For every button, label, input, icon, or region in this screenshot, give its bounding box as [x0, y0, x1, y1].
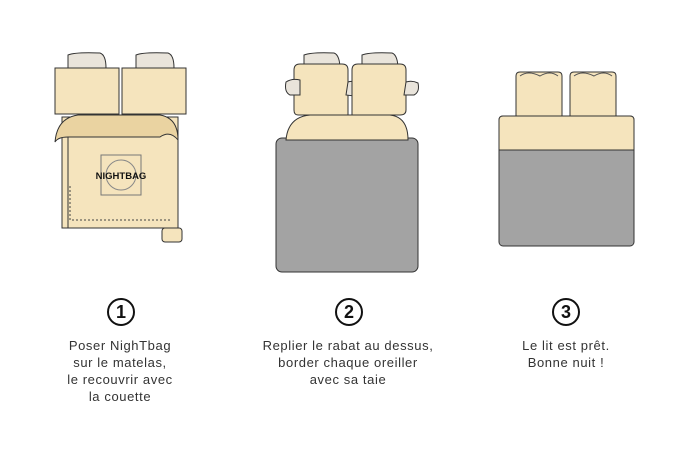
pillow-insert-left	[67, 52, 107, 69]
step-1-panel: NIGHTBAG 1 Poser NighTbag sur le matelas…	[0, 0, 240, 459]
step-3-panel: 3 Le lit est prêt. Bonne nuit !	[448, 0, 688, 459]
pillow-right-made	[569, 71, 617, 117]
pillow-right	[121, 67, 187, 115]
step-3-number: 3	[552, 298, 580, 326]
pillow-left-made	[515, 71, 563, 117]
step-1-number: 1	[107, 298, 135, 326]
step-1-caption: Poser NighTbag sur le matelas, le recouv…	[67, 338, 173, 404]
step-3-caption: Le lit est prêt. Bonne nuit !	[522, 338, 610, 370]
step-2-number: 2	[335, 298, 363, 326]
step-2-panel: 2 Replier le rabat au dessus, border cha…	[228, 0, 468, 459]
pillow-right-with-case	[351, 63, 407, 116]
nightbag-flap	[54, 114, 179, 143]
step-2-caption: Replier le rabat au dessus, border chaqu…	[262, 338, 434, 387]
nightbag-foot-roll	[161, 227, 183, 243]
logo-frame	[100, 154, 142, 196]
pillowcase-tuck-right	[403, 80, 419, 96]
pillow-left-with-case	[293, 63, 349, 116]
step-2-illustration	[275, 52, 419, 273]
step-3-illustration	[498, 71, 635, 247]
zip-stitching	[69, 186, 172, 221]
duvet	[275, 137, 419, 273]
nightbag-logo: NIGHTBAG	[96, 171, 147, 182]
nightbag-flap-folded	[285, 114, 409, 141]
nightbag-top-band	[498, 115, 635, 151]
step-1-illustration: NIGHTBAG	[54, 52, 187, 243]
pillow-insert-right	[135, 52, 175, 69]
pillow-left	[54, 67, 120, 115]
pillowcase-tuck-left	[285, 78, 301, 96]
